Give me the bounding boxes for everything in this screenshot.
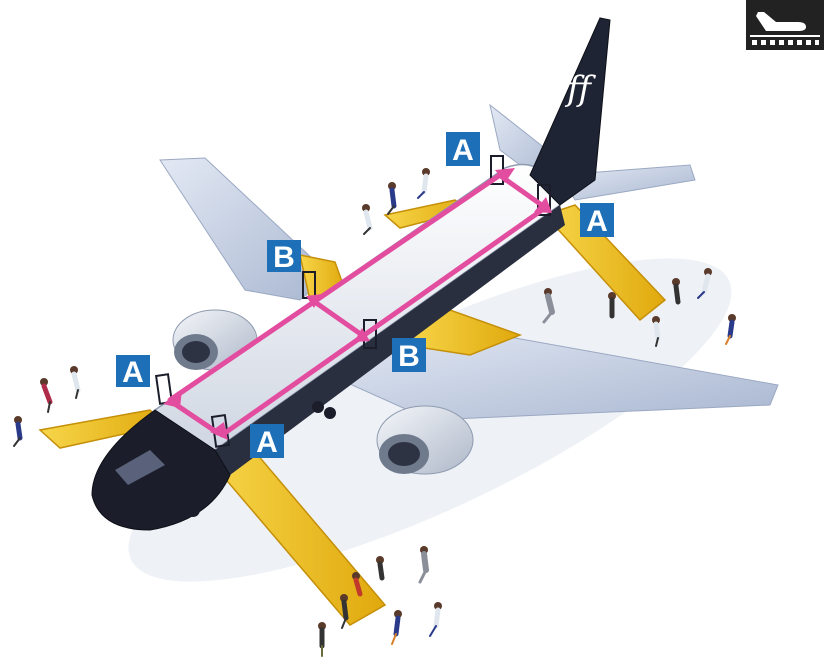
nose-gear: [186, 503, 200, 517]
label-a-text: A: [452, 134, 474, 167]
passenger: [420, 546, 428, 582]
airplane-landing-icon: [746, 0, 824, 50]
passenger: [392, 610, 402, 644]
label-a-text: A: [256, 426, 278, 459]
passenger: [388, 182, 396, 214]
right-engine: [377, 406, 473, 474]
main-gear-right: [324, 407, 336, 419]
label-a-front-left: A: [116, 355, 150, 389]
label-b-overwing-left: B: [267, 240, 301, 274]
label-b-text: B: [398, 340, 420, 373]
passenger: [376, 556, 384, 578]
passenger: [14, 416, 22, 446]
passenger: [418, 168, 430, 198]
label-a-rear-left: A: [446, 132, 480, 167]
airplane-landing-badge: [746, 0, 824, 50]
label-a-text: A: [122, 356, 144, 389]
label-b-text: B: [273, 241, 295, 274]
label-a-front-right: A: [250, 424, 284, 459]
label-b-overwing-right: B: [392, 338, 426, 373]
main-gear-left: [312, 401, 324, 413]
label-a-text: A: [586, 205, 608, 238]
passenger: [40, 378, 50, 412]
passenger: [318, 622, 326, 656]
passenger: [362, 204, 370, 234]
label-a-rear-right: A: [580, 203, 614, 238]
passenger: [430, 602, 442, 636]
passenger: [70, 366, 78, 398]
passenger: [726, 314, 736, 344]
